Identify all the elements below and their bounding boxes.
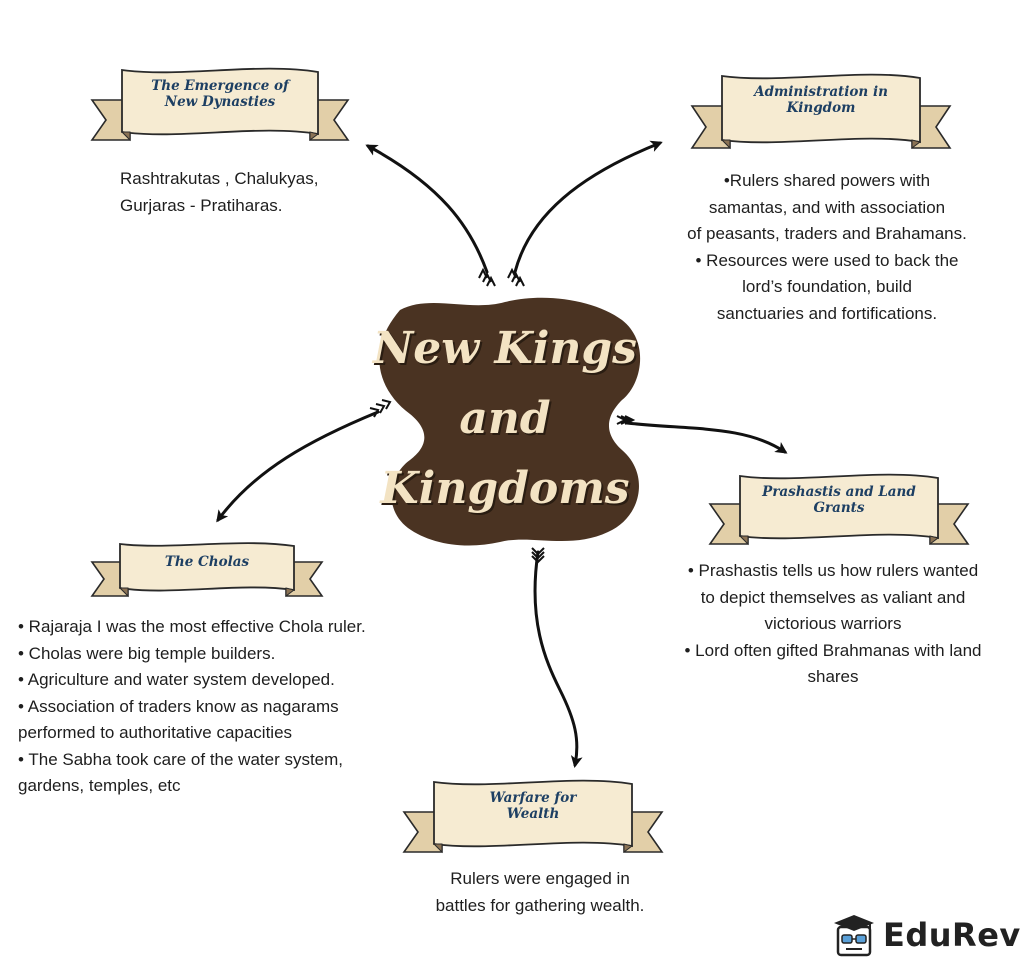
central-blob	[379, 297, 641, 546]
arrow-to-prashastis	[625, 421, 788, 454]
text-line: • Association of traders know as nagaram…	[18, 696, 339, 716]
central-line-3: Kingdoms	[380, 463, 630, 514]
banner-title-cholas: The Cholas	[164, 554, 250, 570]
central-line-1: New Kings	[373, 323, 637, 374]
text-line: • Prashastis tells us how rulers wanted	[687, 561, 979, 580]
text-line: gardens, temples, etc	[18, 776, 181, 795]
banner-title-prashastis: Prashastis and Land Grants	[762, 484, 916, 516]
arrow-to-administration	[513, 140, 663, 274]
text-line: performed to authoritative capacities	[18, 723, 293, 742]
scroll-ribbon-icon	[90, 542, 324, 598]
text-line: • Agriculture and water system developed…	[18, 670, 335, 689]
central-line-2: and	[459, 393, 551, 444]
banner-title-warfare: Warfare for Wealth	[489, 790, 577, 822]
arrow-to-warfare	[533, 550, 583, 768]
graduation-cap-icon	[834, 915, 874, 957]
scroll-ribbon-icon	[708, 473, 970, 546]
text-line: • Rajaraja I was the most effective Chol…	[18, 617, 366, 636]
scroll-ribbon-icon	[402, 779, 664, 854]
arrow-to-emergence	[365, 144, 489, 274]
scroll-ribbon-icon	[690, 73, 952, 150]
text-line: • The Sabha took care of the water syste…	[18, 749, 344, 769]
banner-emergence: The Emergence of New Dynasties	[90, 66, 350, 156]
text-line: • Lord often gifted Brahmanas with land	[684, 640, 982, 660]
text-line: Rashtrakutas , Chalukyas,	[120, 169, 319, 188]
text-warfare: Rulers were engaged in battles for gathe…	[400, 866, 680, 919]
text-cholas: • Rajaraja I was the most effective Chol…	[18, 614, 418, 800]
brand-name: EduRev	[883, 916, 1021, 954]
scroll-ribbon-icon	[90, 67, 350, 142]
banner-warfare: Warfare for Wealth	[402, 778, 664, 868]
text-line: Gurjaras - Pratiharas.	[120, 195, 283, 215]
banner-title-administration: Administration in Kingdom	[754, 84, 888, 116]
text-line: • Resources were used to back the	[695, 250, 959, 270]
text-emergence: Rashtrakutas , Chalukyas, Gurjaras - Pra…	[120, 166, 380, 219]
text-line: to depict themselves as valiant and	[700, 587, 966, 607]
text-line: shares	[807, 667, 859, 686]
text-line: •Rulers shared powers with	[723, 171, 931, 190]
text-line: victorious warriors	[764, 614, 902, 633]
central-title: New Kings and Kingdoms	[360, 292, 650, 547]
text-line: samantas, and with association	[708, 197, 946, 217]
banner-administration: Administration in Kingdom	[690, 72, 952, 164]
edurev-logo: EduRev	[830, 913, 1020, 959]
banner-title-emergence: The Emergence of New Dynasties	[151, 78, 289, 110]
text-administration: •Rulers shared powers with samantas, and…	[666, 168, 988, 327]
text-line: • Cholas were big temple builders.	[18, 643, 276, 663]
text-line: of peasants, traders and Brahamans.	[687, 224, 967, 243]
text-line: sanctuaries and fortifications.	[716, 303, 938, 323]
text-prashastis: • Prashastis tells us how rulers wanted …	[658, 558, 1008, 691]
arrow-to-cholas	[216, 410, 380, 523]
banner-cholas: The Cholas	[90, 540, 324, 606]
banner-prashastis: Prashastis and Land Grants	[708, 472, 970, 560]
text-line: Rulers were engaged in	[450, 869, 630, 888]
text-line: lord’s foundation, build	[742, 277, 912, 296]
text-line: battles for gathering wealth.	[435, 895, 645, 915]
